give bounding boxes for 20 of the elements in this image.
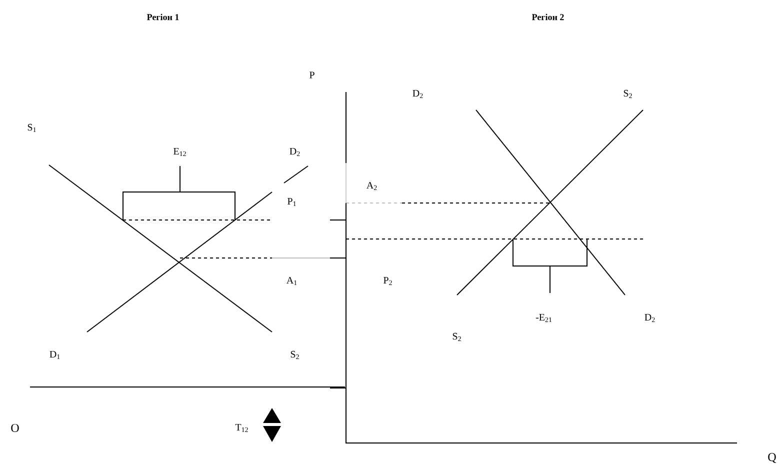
graph-label: S$_{2}$ [452,332,461,342]
graph-label: D$_{2}$ [290,148,300,156]
graph-label: D$_{2}$ [412,90,423,98]
graph-label: S$_{2}$ [290,350,299,360]
region-heading: Регіон 1 [146,14,179,20]
graph-label: A$_{2}$ [366,182,377,190]
graph-label: D$_{1}$ [50,350,60,360]
graph-label: D$_{2}$ [644,314,655,322]
graph-label: O [11,424,19,432]
graph-label: T$_{12}$ [235,424,248,432]
graph-label: E$_{12}$ [174,148,186,156]
graph-label: S$_{1}$ [28,124,36,132]
graph-label: S$_{2}$ [624,90,632,98]
graph-label: P$_{2}$ [384,276,392,286]
graph-label: P$_{1}$ [288,198,296,206]
graph-label: -E$_{21}$ [536,314,552,322]
region-heading: Регіон 2 [532,14,564,20]
graph-label: Q [768,453,776,463]
graph-label: A$_{1}$ [286,276,297,286]
graph-label: P [310,72,314,78]
